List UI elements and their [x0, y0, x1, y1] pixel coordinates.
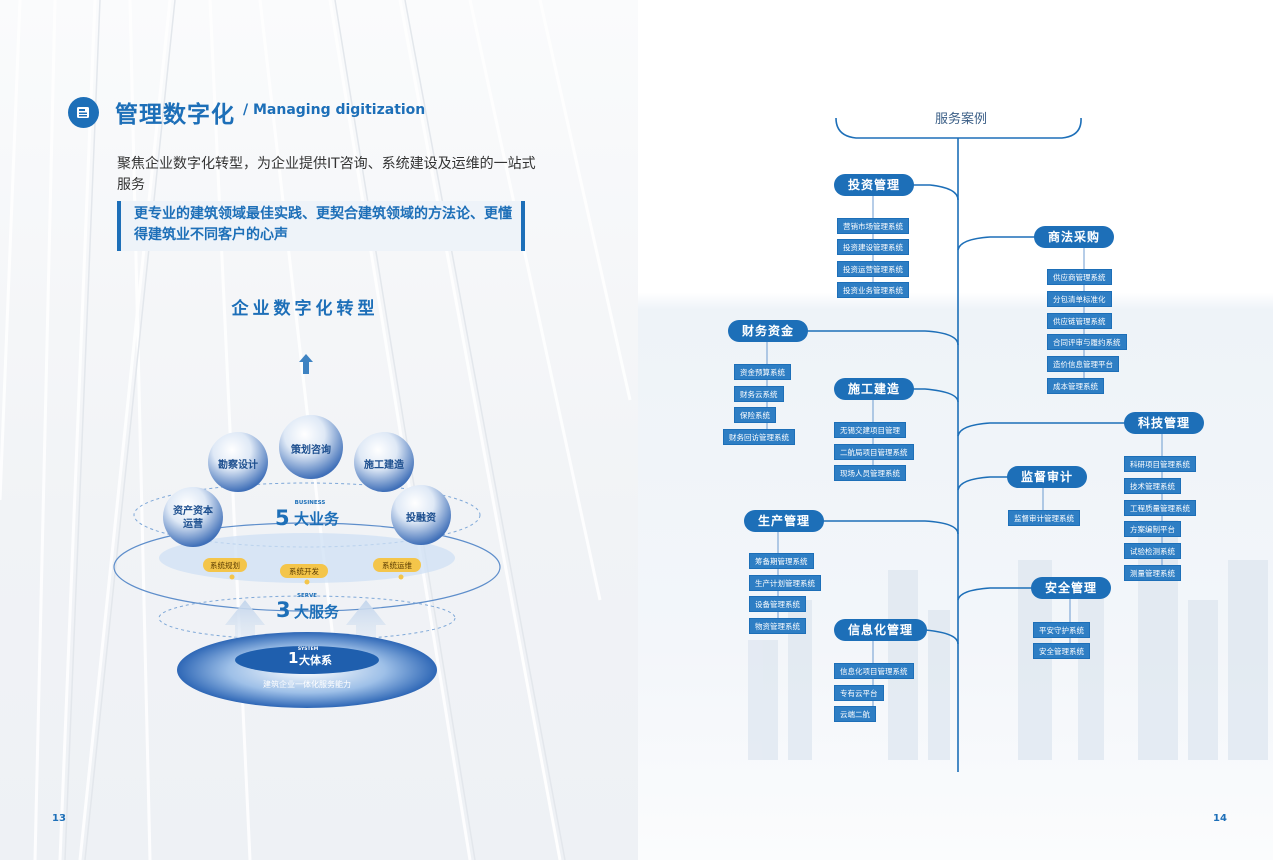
system-label: SYSTEM	[297, 647, 319, 652]
page-number: 13	[52, 813, 66, 824]
tree-root-label: 服务案例	[935, 112, 988, 127]
system-item: 安全管理系统	[1033, 643, 1090, 659]
system-item: 平安守护系统	[1033, 622, 1090, 638]
category-it-management: 信息化管理	[834, 619, 928, 641]
category-investment: 投资管理	[834, 174, 915, 196]
system-item: 供应链管理系统	[1047, 313, 1112, 329]
business-label: BUSINESS	[294, 500, 326, 506]
serve-text: 大服务	[294, 603, 340, 621]
business-text: 大业务	[294, 510, 340, 528]
system-item: 财务回访管理系统	[723, 429, 795, 445]
system-item: 专有云平台	[834, 685, 884, 701]
system-item: 筹备期管理系统	[749, 553, 814, 569]
document-icon	[68, 97, 99, 128]
system-item: 监督审计管理系统	[1008, 510, 1080, 526]
category-construction: 施工建造	[834, 378, 915, 400]
page-number: 14	[1213, 813, 1227, 824]
system-item: 资金预算系统	[734, 364, 791, 380]
city-skyline-background	[748, 520, 1268, 760]
system-item: 供应商管理系统	[1047, 269, 1112, 285]
system-text: 大体系	[299, 654, 332, 667]
system-item: 测量管理系统	[1124, 565, 1181, 581]
system-item: 投资建设管理系统	[837, 239, 909, 255]
system-item: 无锡交建项目管理	[834, 422, 906, 438]
diagram-title: 企业数字化转型	[231, 299, 379, 319]
system-item: 科研项目管理系统	[1124, 456, 1196, 472]
category-safety: 安全管理	[1031, 577, 1112, 599]
system-item: 云端二航	[834, 706, 876, 722]
system-item: 保险系统	[734, 407, 776, 423]
page-title: 管理数字化	[115, 102, 235, 128]
category-production: 生产管理	[744, 510, 825, 532]
system-item: 方案编制平台	[1124, 521, 1181, 537]
system-item: 造价信息管理平台	[1047, 356, 1119, 372]
system-item: 成本管理系统	[1047, 378, 1104, 394]
system-item: 现场人员管理系统	[834, 465, 906, 481]
system-item: 投资业务管理系统	[837, 282, 909, 298]
category-audit: 监督审计	[1007, 466, 1088, 488]
serve-number: 3	[276, 598, 291, 622]
business-number: 5	[275, 506, 290, 530]
system-item: 信息化项目管理系统	[834, 663, 914, 679]
service-tag: 系统运维	[382, 561, 412, 570]
transformation-diagram	[113, 354, 501, 708]
intro-text: 聚焦企业数字化转型，为企业提供IT咨询、系统建设及运维的一站式服务	[117, 156, 536, 193]
sphere-label: 施工建造	[364, 460, 404, 471]
system-item: 技术管理系统	[1124, 478, 1181, 494]
background-cable-lines	[64, 0, 566, 860]
system-item: 试验检测系统	[1124, 543, 1181, 559]
up-arrow-icon	[299, 354, 313, 374]
system-item: 物资管理系统	[749, 618, 806, 634]
system-item: 分包清单标准化	[1047, 291, 1112, 307]
highlight-quote: 更专业的建筑领域最佳实践、更契合建筑领域的方法论、更懂得建筑业不同客户的心声	[117, 201, 525, 251]
sphere-label: 资产资本运营	[173, 506, 213, 530]
system-item: 二航局项目管理系统	[834, 444, 914, 460]
system-item: 投资运营管理系统	[837, 261, 909, 277]
sphere-label: 勘察设计	[218, 460, 258, 471]
service-tag: 系统规划	[210, 561, 240, 570]
system-item: 工程质量管理系统	[1124, 500, 1196, 516]
serve-label: SERVE	[297, 593, 317, 599]
system-item: 合同评审与履约系统	[1047, 334, 1127, 350]
category-procurement: 商法采购	[1034, 226, 1115, 248]
category-finance: 财务资金	[728, 320, 809, 342]
service-tag: 系统开发	[289, 567, 319, 576]
system-item: 设备管理系统	[749, 596, 806, 612]
system-item: 财务云系统	[734, 386, 784, 402]
left-page: 管理数字化 / Managing digitization 聚焦企业数字化转型，…	[0, 0, 638, 860]
category-technology: 科技管理	[1124, 412, 1205, 434]
system-item: 营销市场管理系统	[837, 218, 909, 234]
system-caption: 建筑企业一体化服务能力	[263, 680, 351, 689]
sphere-label: 策划咨询	[291, 445, 331, 456]
page-title-english: / Managing digitization	[243, 102, 426, 118]
sphere-label: 投融资	[406, 513, 436, 524]
system-item: 生产计划管理系统	[749, 575, 821, 591]
system-number: 1	[288, 649, 299, 667]
